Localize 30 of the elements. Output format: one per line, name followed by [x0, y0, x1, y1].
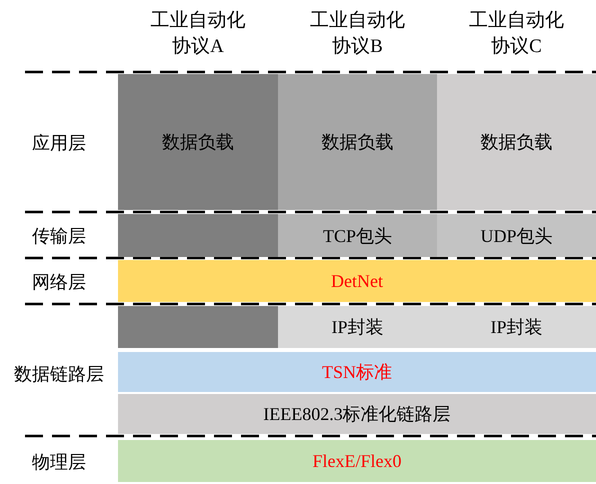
layer-box — [118, 440, 596, 482]
box-label: IP封装 — [331, 316, 384, 339]
layer-name: 物理层 — [31, 451, 87, 474]
box-label: 数据负载 — [162, 131, 234, 154]
layer-box — [278, 306, 437, 348]
box-label: TSN标准 — [322, 361, 392, 384]
layer-box — [278, 74, 437, 210]
layer-name: 网络层 — [31, 271, 87, 294]
layer-box — [437, 214, 596, 257]
layer-box — [118, 352, 596, 392]
layer-box — [278, 214, 437, 257]
box-label: IP封装 — [490, 316, 542, 339]
column-header: 工业自动化协议A — [150, 9, 246, 59]
box-label: 数据负载 — [322, 131, 394, 154]
layer-box — [437, 306, 596, 348]
box-label: DetNet — [331, 270, 383, 292]
layer-box — [118, 260, 596, 302]
layer-name: 传输层 — [31, 225, 87, 248]
box-label: TCP包头 — [322, 224, 392, 248]
box-label: FlexE/Flex0 — [312, 450, 402, 472]
layer-name: 应用层 — [31, 132, 87, 155]
layer-box — [437, 74, 596, 210]
box-label: IEEE802.3标准化链路层 — [263, 403, 451, 426]
layer-box — [118, 394, 596, 434]
column-header: 工业自动化协议B — [309, 9, 406, 59]
column-header: 工业自动化协议C — [468, 9, 565, 59]
layer-name: 数据链路层 — [13, 363, 105, 386]
box-label: 数据负载 — [480, 131, 552, 154]
layer-box — [118, 74, 278, 210]
box-label: UDP包头 — [480, 224, 552, 248]
